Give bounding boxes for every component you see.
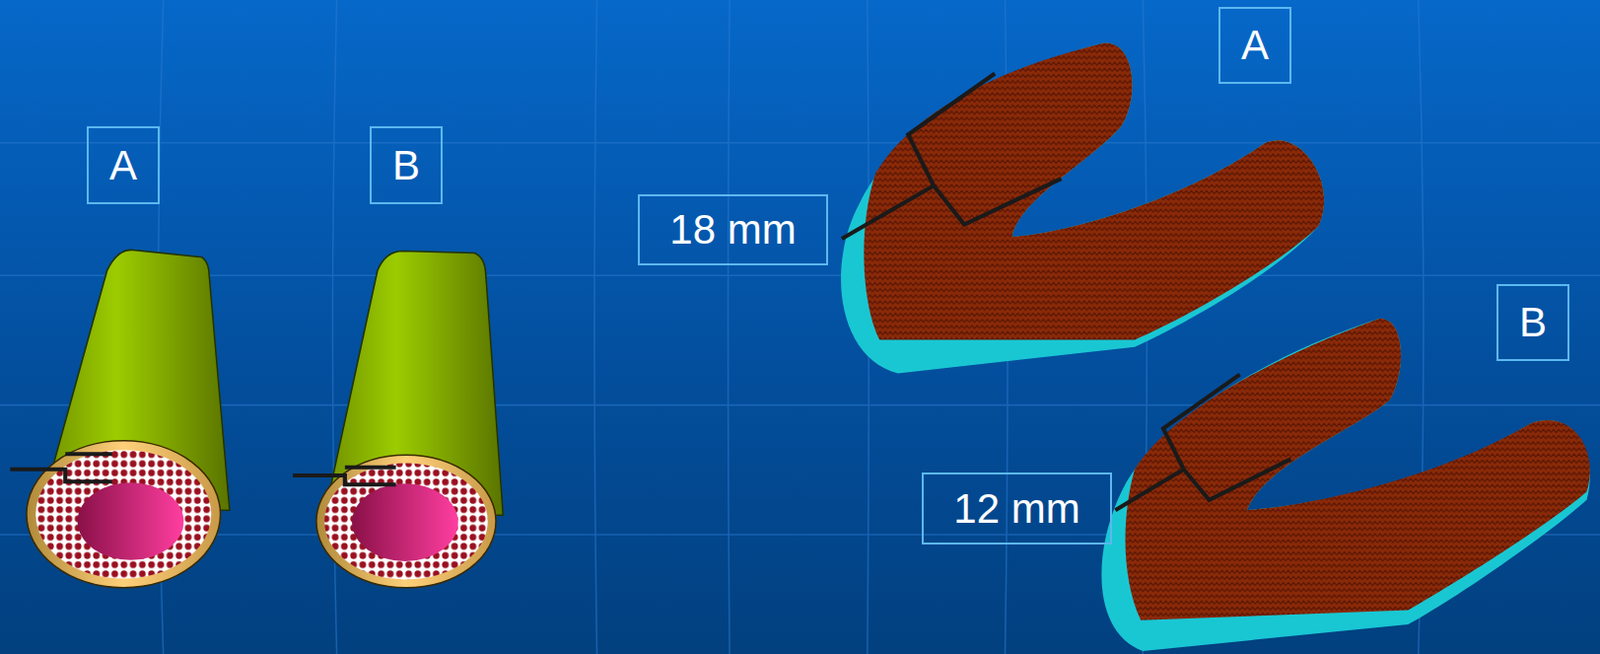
label-text: B (392, 144, 420, 187)
part-label-box: B (369, 126, 443, 205)
label-text: B (1519, 301, 1547, 344)
label-text: 18 mm (669, 208, 796, 251)
part-label-box: B (1496, 283, 1570, 361)
label-text: 12 mm (953, 487, 1080, 530)
label-text: A (1241, 24, 1269, 67)
part-label-box: A (1218, 6, 1292, 84)
dimension-box: 18 mm (637, 194, 829, 266)
part-label-box: A (86, 126, 160, 205)
label-text: A (109, 144, 138, 187)
dimension-box: 12 mm (921, 472, 1113, 545)
